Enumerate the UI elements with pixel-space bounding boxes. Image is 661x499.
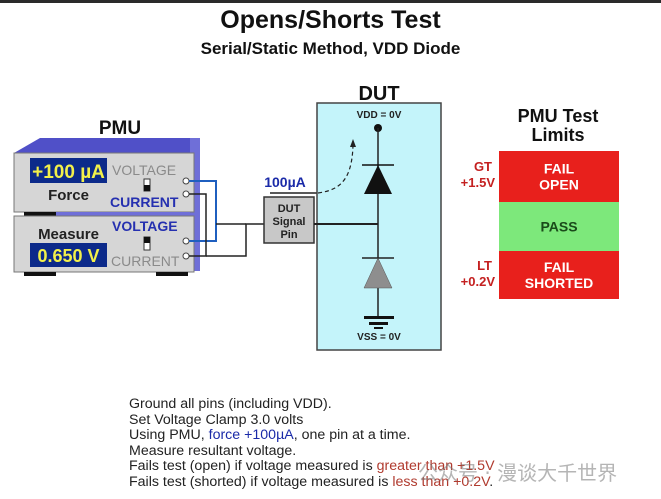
band-fail-open [499, 151, 619, 202]
highlight-text: force +100µA [208, 427, 294, 444]
diagram-title: Opens/Shorts Test [220, 6, 441, 34]
highlight-text: greater than +1.5V [376, 458, 495, 475]
instruction-text: Fails test (shorted) if voltage measured… [129, 473, 393, 490]
instruction-line: Fails test (shorted) if voltage measured… [129, 473, 495, 491]
current-path-arrow [317, 144, 354, 194]
instruction-line: Set Voltage Clamp 3.0 volts [129, 411, 495, 429]
upper-limit-value: +1.5V [461, 175, 496, 190]
voltage-wire [189, 180, 217, 242]
highlight-text: less than +0.2V [392, 473, 490, 490]
ground-icon-mid [369, 322, 388, 325]
band-fail-open-label: OPEN [539, 177, 579, 193]
lower-limit-cmp: LT [477, 258, 492, 273]
instruction-text: , one pin at a time. [293, 427, 411, 444]
ground-icon-low [374, 327, 383, 329]
instruction-text: Using PMU, [129, 427, 209, 444]
top-border [0, 0, 661, 3]
bottom-voltage-terminal [182, 237, 190, 245]
diagram-subtitle: Serial/Static Method, VDD Diode [200, 39, 461, 58]
band-fail-shorted [499, 251, 619, 299]
instruction-text: Fails test (open) if voltage measured is [129, 458, 377, 475]
band-pass-label: PASS [540, 219, 577, 235]
measure-label: Measure [38, 226, 99, 243]
force-current-label: 100µA [264, 174, 306, 190]
instruction-text: . [489, 473, 494, 490]
lower-limit-value: +0.2V [461, 274, 496, 289]
band-fail-shorted-label: FAIL [544, 259, 575, 275]
measure-display-value: 0.650 V [37, 246, 99, 266]
bottom-foot-right [156, 272, 188, 276]
top-mode-switch-knob [144, 185, 150, 191]
band-fail-shorted-label: SHORTED [525, 275, 593, 291]
instruction-text: Set Voltage Clamp 3.0 volts [129, 411, 304, 428]
current-wire-top [189, 193, 207, 257]
top-current-terminal [182, 190, 190, 198]
limits-title-line-1: PMU Test [518, 106, 599, 126]
pmu-wiring [189, 180, 264, 257]
instruction-text: Ground all pins (including VDD). [129, 396, 332, 412]
instruction-line: Using PMU, force +100µA, one pin at a ti… [129, 427, 495, 444]
watermark: 公众号 · 漫谈大千世界 [418, 461, 618, 485]
top-voltage-terminal [182, 177, 190, 185]
force-label: Force [48, 187, 89, 204]
bottom-voltage-label: VOLTAGE [112, 218, 178, 234]
upper-limit-cmp: GT [474, 159, 492, 174]
vdd-label: VDD = 0V [357, 110, 402, 121]
unit-gap [56, 212, 190, 216]
arrow-head-icon [350, 139, 356, 147]
top-voltage-label: VOLTAGE [112, 162, 176, 178]
instruction-line: Ground all pins (including VDD). [129, 396, 495, 413]
vdd-diode-icon [364, 165, 392, 194]
pin-label-line-2: Signal [272, 216, 305, 228]
pmu-bottom-side-face [190, 215, 200, 271]
dut-box [316, 102, 442, 351]
measure-display [30, 243, 107, 267]
bottom-current-label: CURRENT [111, 253, 180, 269]
instructions: Ground all pins (including VDD).Set Volt… [129, 396, 495, 491]
dut-signal-pin [263, 196, 315, 244]
force-display-value: +100 µA [32, 162, 105, 183]
instruction-text: Measure resultant voltage. [129, 442, 297, 459]
top-foot-left [24, 212, 56, 216]
pin-label-line-1: DUT [278, 203, 301, 215]
pmu-top-face [14, 138, 200, 153]
instruction-line: Measure resultant voltage. [129, 442, 495, 460]
bottom-foot-left [24, 272, 56, 276]
bottom-mode-switch-knob [144, 237, 150, 243]
instruction-line: Fails test (open) if voltage measured is… [129, 459, 495, 475]
current-wire-to-pin [206, 223, 264, 257]
pin-label-line-3: Pin [280, 229, 297, 241]
vss-label: VSS = 0V [357, 332, 401, 343]
vss-diode-icon [363, 257, 393, 289]
pmu-measure-unit: Measure 0.650 V VOLTAGE CURRENT [13, 212, 200, 276]
dut-label: DUT [358, 83, 399, 105]
band-pass [499, 202, 619, 251]
pmu-label: PMU [99, 118, 141, 139]
bottom-current-terminal [182, 252, 190, 260]
limits-title-line-2: Limits [531, 125, 584, 145]
pmu-force-unit: +100 µA Force VOLTAGE CURRENT [13, 138, 200, 216]
top-current-label: CURRENT [110, 194, 179, 210]
force-display [30, 158, 107, 183]
band-fail-open-label: FAIL [544, 161, 575, 177]
ground-icon [364, 316, 394, 319]
